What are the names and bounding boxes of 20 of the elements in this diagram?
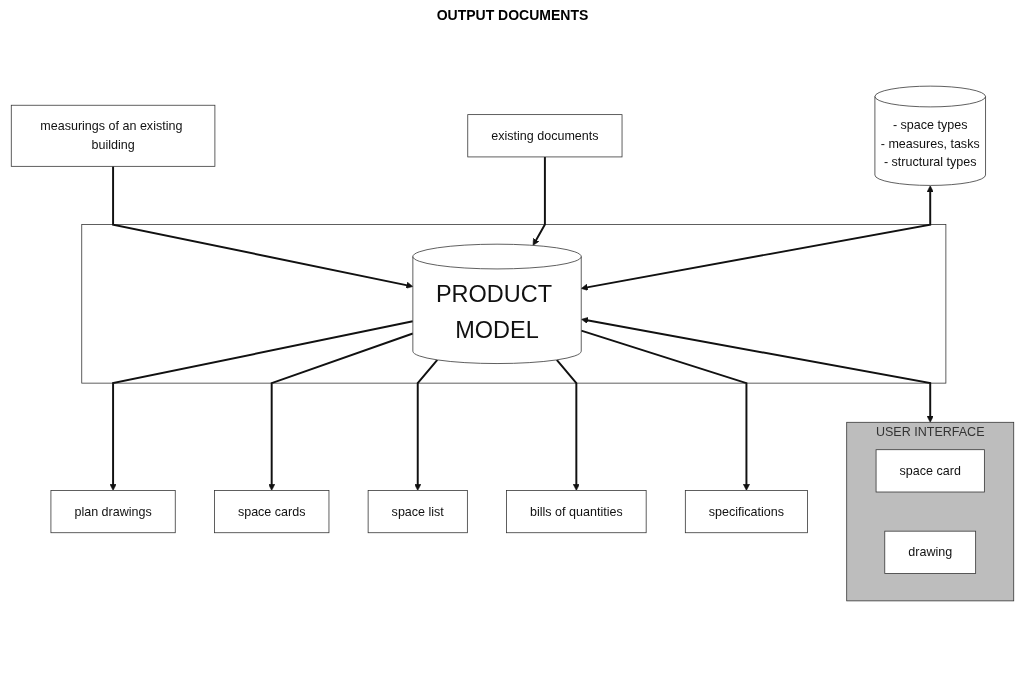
section-heading: OUTPUT DOCUMENTS bbox=[436, 7, 589, 23]
node-box: space card bbox=[875, 449, 985, 493]
arrow bbox=[581, 317, 934, 423]
node-box: specifications bbox=[684, 490, 808, 534]
arrow bbox=[268, 332, 414, 491]
node-box: space cards bbox=[214, 490, 330, 534]
arrow bbox=[112, 165, 414, 289]
arrow bbox=[414, 358, 439, 491]
node-box: plan drawings bbox=[50, 490, 176, 534]
arrow bbox=[532, 155, 546, 246]
node-box: space list bbox=[367, 490, 468, 534]
cluster bbox=[81, 224, 947, 384]
node-box: bills of quantities bbox=[506, 490, 647, 534]
arrow bbox=[580, 185, 934, 291]
node-box: existing documents bbox=[467, 114, 623, 158]
arrow bbox=[109, 320, 414, 491]
arrow bbox=[555, 358, 580, 491]
node-box: measurings of an existing building bbox=[10, 104, 216, 167]
node-box: drawing bbox=[884, 530, 977, 574]
arrow bbox=[580, 329, 750, 491]
